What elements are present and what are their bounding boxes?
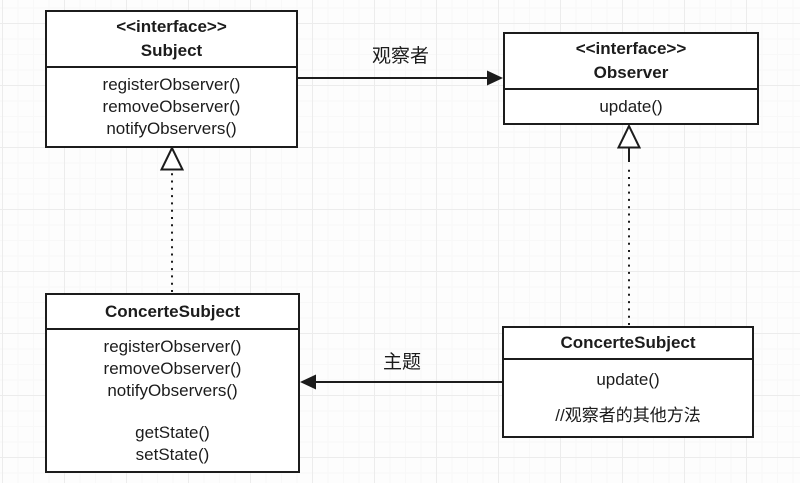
association-arrow-subject-to-observer [298,70,503,86]
hollow-triangle-icon [616,123,642,149]
class-stereotype: <<interface>> [116,17,227,36]
compartment-divider [504,358,752,360]
class-box-observer: <<interface>> Observer update() [503,32,759,125]
class-header: ConcerteSubject [504,328,752,358]
compartment-divider [47,328,298,330]
method-label: notifyObservers() [107,380,238,400]
method-label: removeObserver() [103,358,242,378]
edge-label-observer: 观察者 [371,46,429,67]
method-label: getState() [135,422,210,442]
method-group-spacer [504,391,752,405]
class-stereotype: <<interface>> [575,39,687,58]
class-box-subject: <<interface>> Subject registerObserver()… [45,10,298,148]
method-compartment: registerObserver() removeObserver() noti… [47,330,298,471]
method-compartment: registerObserver() removeObserver() noti… [47,68,296,146]
method-group-spacer [47,402,298,422]
realization-arrow-concretesubject-to-subject [159,145,185,292]
method-label: registerObserver() [103,336,242,356]
compartment-divider [505,88,757,90]
method-label: update() [596,370,660,389]
class-header: <<interface>> Subject [47,12,296,66]
class-box-concrete-observer: ConcerteSubject update() //观察者的其他方法 [502,326,754,438]
realization-arrow-concreteobserver-to-observer [616,123,642,325]
association-arrow-observer-to-subject [300,374,502,390]
method-label: removeObserver() [102,97,241,116]
arrowhead-right-icon [487,70,503,86]
method-label: setState() [135,444,210,464]
hollow-triangle-icon [159,145,185,171]
method-compartment: update() [505,90,757,123]
edge-label-topic: 主题 [382,352,421,373]
class-header: <<interface>> Observer [505,34,757,88]
method-compartment: update() //观察者的其他方法 [504,360,752,436]
class-name: ConcerteSubject [104,301,241,321]
class-name: Subject [140,41,203,60]
compartment-divider [47,66,296,68]
arrowhead-left-icon [300,374,316,390]
class-name: ConcerteSubject [560,333,696,352]
method-label: update() [599,96,663,116]
class-header: ConcerteSubject [47,295,298,328]
class-box-concrete-subject: ConcerteSubject registerObserver() remov… [45,293,300,473]
method-label: notifyObservers() [106,119,237,138]
method-comment: //观察者的其他方法 [555,406,701,425]
method-label: registerObserver() [102,75,241,94]
class-name: Observer [593,63,669,82]
